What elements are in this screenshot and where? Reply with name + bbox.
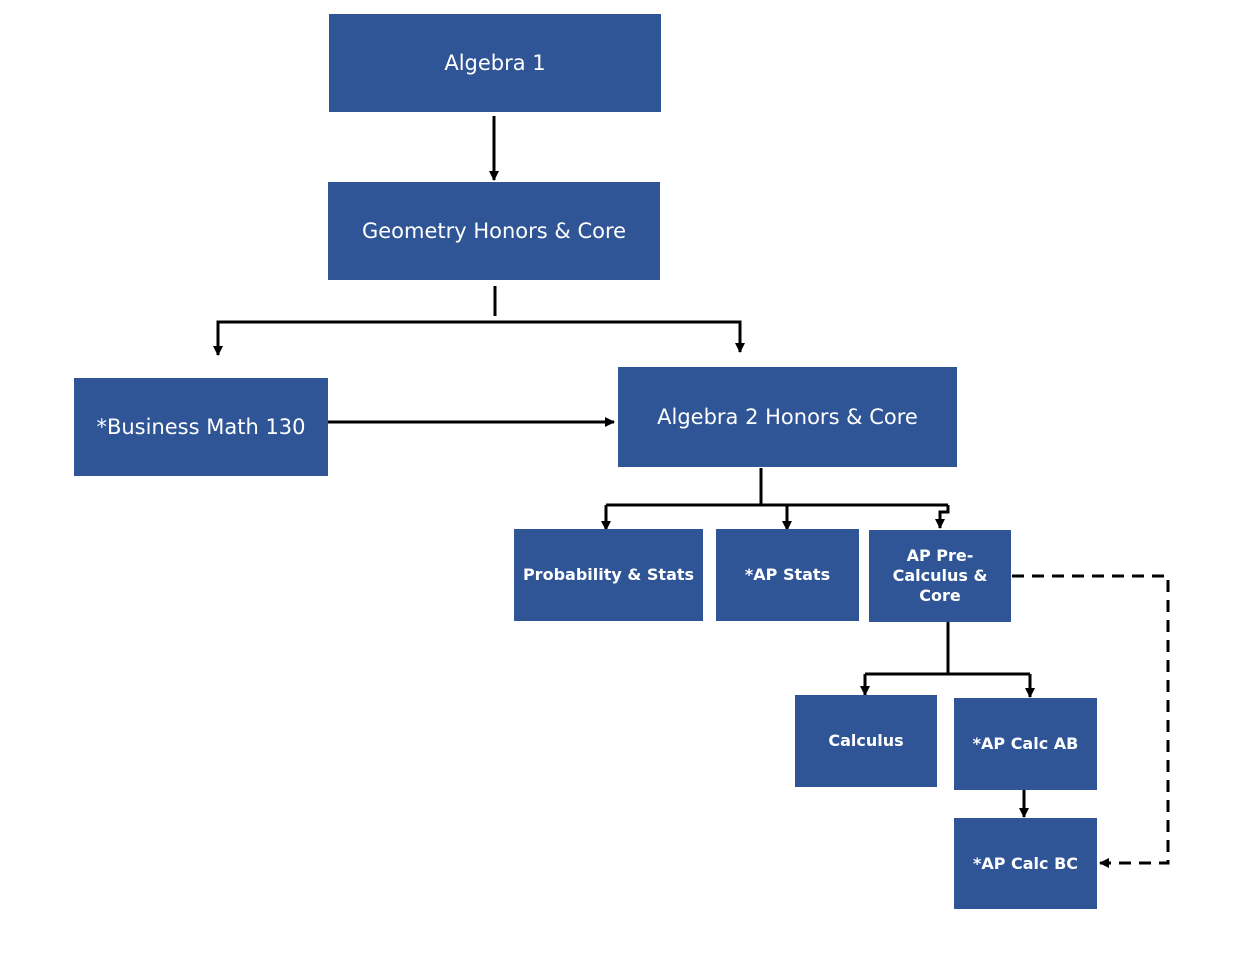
- node-probability-stats-label: Probability & Stats: [522, 565, 695, 584]
- node-ap-calc-ab-label: *AP Calc AB: [972, 734, 1079, 753]
- node-ap-stats: *AP Stats: [716, 529, 859, 621]
- node-business-math-label: *Business Math 130: [96, 414, 306, 439]
- node-business-math: *Business Math 130: [74, 378, 328, 476]
- node-calculus: Calculus: [795, 695, 937, 787]
- node-geometry-label: Geometry Honors & Core: [361, 218, 627, 243]
- connector-algebra2-precalc: [935, 505, 950, 529]
- node-algebra-2: Algebra 2 Honors & Core: [618, 367, 957, 467]
- node-ap-calc-bc: *AP Calc BC: [954, 818, 1097, 909]
- node-ap-calc-bc-label: *AP Calc BC: [972, 853, 1079, 873]
- node-ap-precalculus-label: AP Pre- Calculus & Core: [892, 546, 988, 605]
- node-ap-stats-label: *AP Stats: [744, 565, 831, 584]
- node-algebra-1-label: Algebra 1: [444, 50, 546, 75]
- node-algebra-2-label: Algebra 2 Honors & Core: [657, 404, 918, 429]
- node-ap-calc-ab: *AP Calc AB: [954, 698, 1097, 790]
- node-geometry: Geometry Honors & Core: [328, 182, 660, 280]
- node-probability-stats: Probability & Stats: [514, 529, 703, 621]
- node-calculus-label: Calculus: [828, 731, 904, 750]
- connector-geometry-split: [216, 320, 745, 354]
- node-algebra-1: Algebra 1: [329, 14, 661, 112]
- node-ap-precalculus: AP Pre- Calculus & Core: [869, 530, 1011, 622]
